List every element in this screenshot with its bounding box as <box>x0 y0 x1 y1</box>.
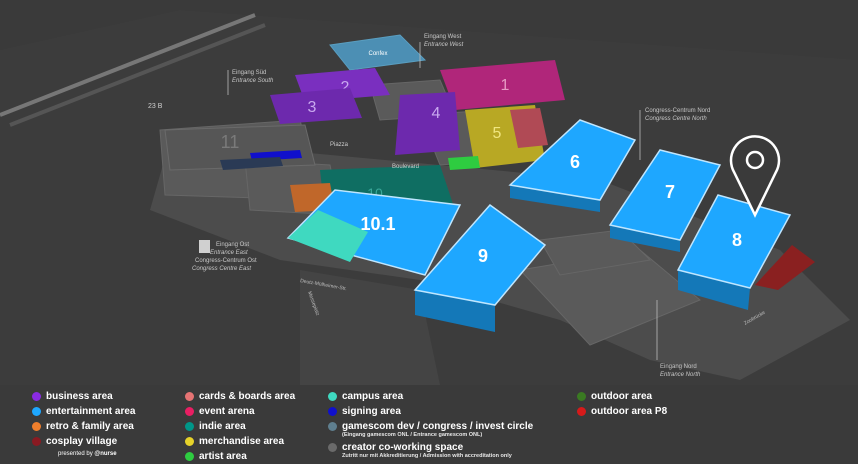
legend-dot <box>577 392 586 401</box>
hall-5-label: 5 <box>493 125 502 142</box>
legend-item: artist area <box>183 449 295 464</box>
hall-1-label: 1 <box>501 77 510 94</box>
legend-dot <box>32 392 41 401</box>
piazza-label: Piazza <box>330 142 349 148</box>
hall-5-cards <box>510 108 548 148</box>
left-label: 23 B <box>148 103 163 110</box>
legend-dot <box>328 407 337 416</box>
hall-11-label: 11 <box>221 132 240 152</box>
legend-dot <box>185 422 194 431</box>
hall-10-1 <box>286 189 462 276</box>
legend-item: outdoor area <box>575 389 667 404</box>
svg-text:Eingang West: Eingang West <box>424 34 462 40</box>
legend-dot <box>185 407 194 416</box>
legend-item: cards & boards area <box>183 389 295 404</box>
hall-7-label: 7 <box>665 182 675 202</box>
entrance-south: Eingang Süd Entrance South <box>227 70 274 95</box>
legend-column-3: campus area signing area gamescom dev / … <box>326 389 533 461</box>
artist-area-block <box>448 156 480 170</box>
hall-9-side <box>415 290 495 332</box>
legend-item: outdoor area P8 <box>575 404 667 419</box>
hall-3 <box>270 88 362 124</box>
hall-3-label: 3 <box>308 99 317 116</box>
legend-item: event arena <box>183 404 295 419</box>
legend-item: cosplay village <box>30 434 135 449</box>
svg-text:Entrance North: Entrance North <box>660 372 701 378</box>
legend-dot <box>185 452 194 461</box>
legend-dot <box>32 437 41 446</box>
entrance-east: Eingang Ost Entrance East Congress-Centr… <box>192 240 257 272</box>
legend-item: signing area <box>326 404 533 419</box>
hall-9-label: 9 <box>478 246 488 266</box>
legend-dot <box>328 422 337 431</box>
legend-column-2: cards & boards area event arena indie ar… <box>183 389 295 464</box>
building-confex <box>329 34 427 71</box>
hall-8 <box>676 194 792 289</box>
svg-text:Congress-Centrum Ost: Congress-Centrum Ost <box>195 258 257 264</box>
hall-6-label: 6 <box>570 152 580 172</box>
legend-sub: (Eingang gamescom ONL / Entrance gamesco… <box>342 432 483 438</box>
hall-4 <box>395 92 460 155</box>
svg-text:Eingang Nord: Eingang Nord <box>660 364 697 370</box>
campus-area-block <box>288 210 368 262</box>
hall-9 <box>413 203 547 306</box>
hall-1 <box>440 60 565 110</box>
railway <box>0 13 266 127</box>
legend-dot <box>32 422 41 431</box>
hall-7 <box>608 149 722 241</box>
legend-dot <box>185 392 194 401</box>
legend-column-1: business area entertainment area retro &… <box>30 389 135 449</box>
legend-column-4: outdoor area outdoor area P8 <box>575 389 667 419</box>
legend-dot <box>185 437 194 446</box>
legend-item: indie area <box>183 419 295 434</box>
hall-8-label: 8 <box>732 230 742 250</box>
entrance-west: Eingang West Entrance West <box>419 34 464 68</box>
hall-8-side <box>678 270 750 310</box>
svg-text:Eingang Süd: Eingang Süd <box>232 70 266 76</box>
legend-item: retro & family area <box>30 419 135 434</box>
fairground-map: 11 Confex 2 3 1 4 5 10 10.1 9 6 7 8 <box>0 13 850 380</box>
svg-text:Entrance South: Entrance South <box>232 78 274 84</box>
legend-sub: Zutritt nur mit Akkreditierung / Admissi… <box>342 453 512 459</box>
presented-by: presented by @nurse <box>58 451 117 457</box>
dark-block <box>220 157 283 170</box>
legend-item: merchandise area <box>183 434 295 449</box>
hall-7-side <box>610 225 680 252</box>
outdoor-area-p8 <box>755 245 815 290</box>
boulevard-label: Boulevard <box>392 164 419 170</box>
entrance-north: Eingang Nord Entrance North <box>656 300 701 378</box>
legend-item: business area <box>30 389 135 404</box>
legend-dot <box>577 407 586 416</box>
legend-item: gamescom dev / congress / invest circle(… <box>326 419 533 438</box>
legend-dot <box>328 443 337 452</box>
svg-text:Eingang Ost: Eingang Ost <box>216 242 249 248</box>
legend-item: entertainment area <box>30 404 135 419</box>
hall-2-label: 2 <box>341 79 350 96</box>
svg-text:Congress-Centrum Nord: Congress-Centrum Nord <box>645 108 710 114</box>
svg-text:Congress Centre East: Congress Centre East <box>192 266 251 272</box>
legend-dot <box>32 407 41 416</box>
svg-text:Congress Centre North: Congress Centre North <box>645 116 707 122</box>
svg-text:Entrance West: Entrance West <box>424 42 464 48</box>
building-confex-label: Confex <box>368 51 387 57</box>
legend-dot <box>328 392 337 401</box>
legend-item: campus area <box>326 389 533 404</box>
entrance-congress-north: Congress-Centrum Nord Congress Centre No… <box>639 108 710 160</box>
hall-6 <box>508 119 637 201</box>
svg-text:Entrance East: Entrance East <box>210 250 248 256</box>
hall-10-1-label: 10.1 <box>360 214 395 234</box>
location-pin-icon <box>729 135 781 218</box>
hall-6-side <box>510 185 600 212</box>
hall-4-label: 4 <box>432 105 441 122</box>
